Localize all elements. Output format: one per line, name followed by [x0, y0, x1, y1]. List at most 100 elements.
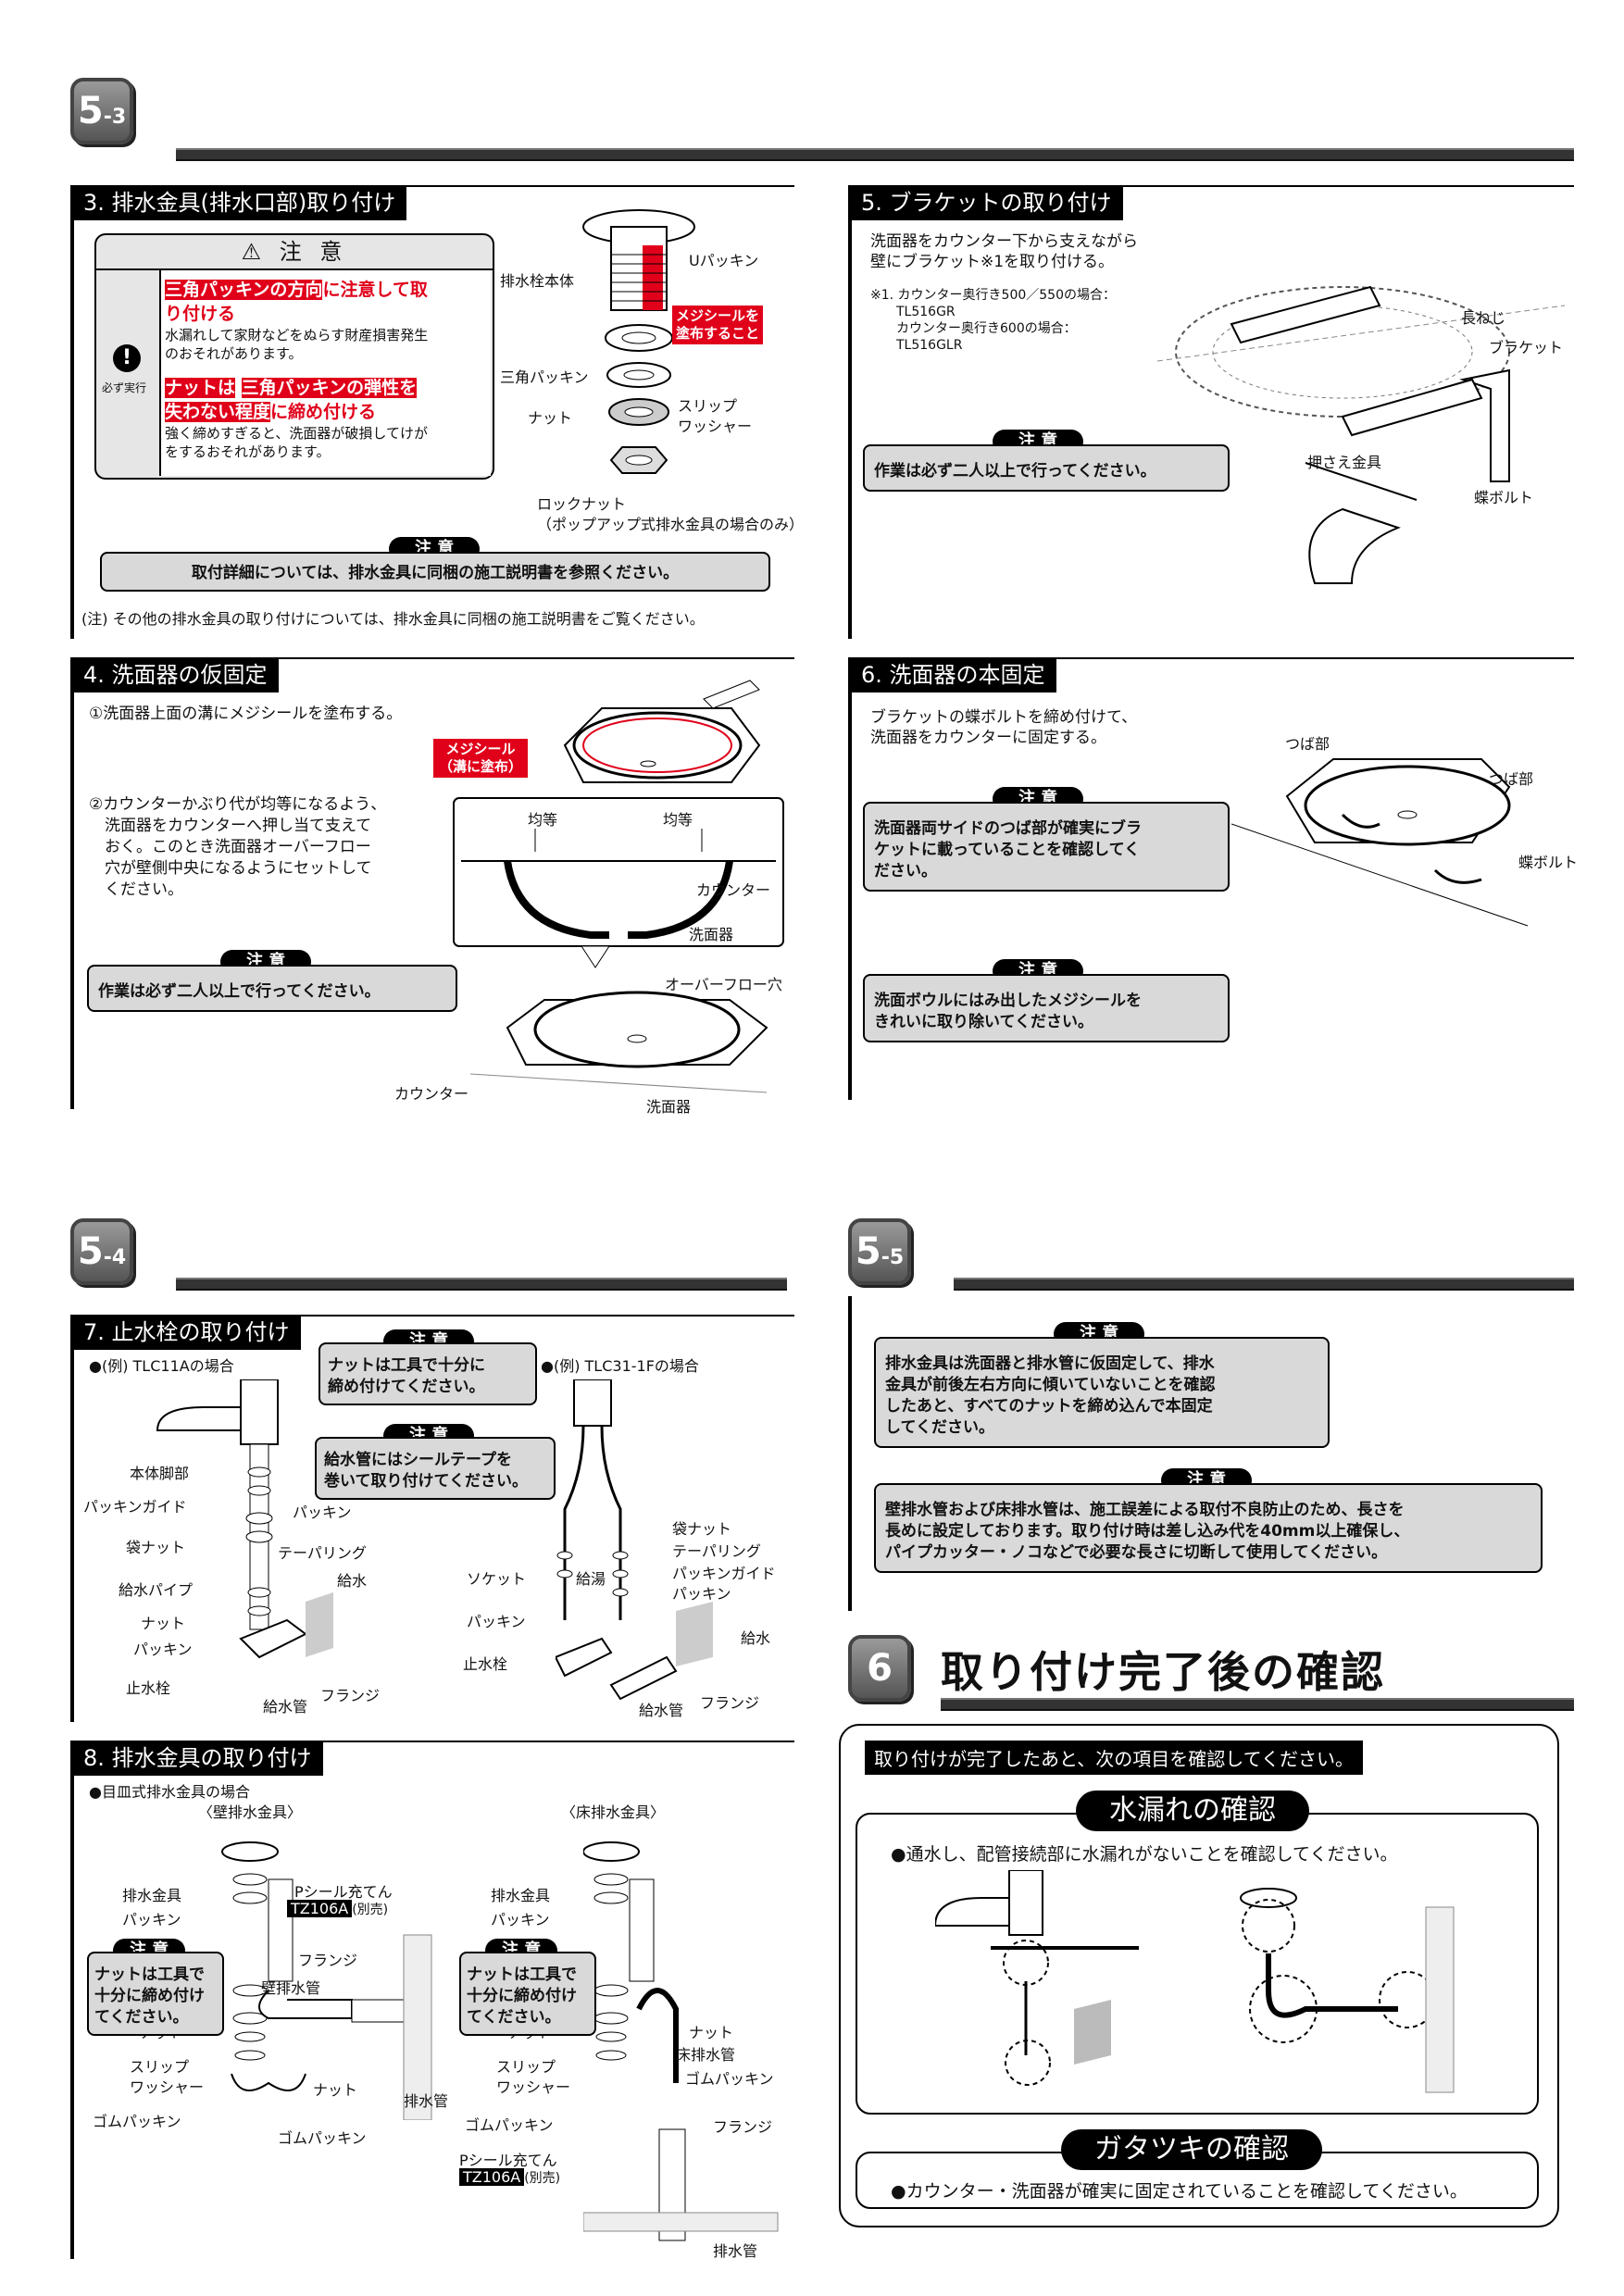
caution-box: 壁排水管および床排水管は、施工誤差による取付不良防止のため、長さを 長めに設定し…: [874, 1483, 1543, 1573]
leak-check-illustration: [935, 1870, 1455, 2093]
label-cap-nut-r: 袋ナット: [672, 1520, 732, 1538]
basin-fixing-illustration: [1231, 758, 1529, 927]
section-badge-5-3: 5-3: [70, 78, 133, 144]
caution-box: 給水管にはシールテープを 巻いて取り付けてください。: [315, 1437, 556, 1500]
section-border: [848, 657, 852, 1100]
caution-box: 洗面ボウルにはみ出したメジシールを きれいに取り除いてください。: [863, 974, 1230, 1042]
section-border: [70, 185, 74, 639]
caution-box: 洗面器両サイドのつば部が確実にブラ ケットに載っていることを確認してく ださい。: [863, 802, 1230, 892]
floor-drain-illustration: [583, 1841, 779, 2241]
section-badge-6: 6: [848, 1635, 911, 1702]
label-packing-r: パッキン: [491, 1911, 550, 1928]
label-cap-nut: 袋ナット: [126, 1539, 186, 1556]
label-flange-2: つば部: [1489, 770, 1534, 788]
warning-box: ⚠ 注 意 ! 必ず実行 三角パッキンの方向に注意して取 り付ける 水漏れして家…: [94, 233, 494, 480]
label-nut: ナット: [528, 409, 573, 427]
sec4-step2: ②カウンターかぶり代が均等になるよう、 洗面器をカウンターへ押し当て支えて おく…: [89, 795, 387, 899]
section-border: [848, 1296, 852, 1611]
label-packing-r: パッキン: [672, 1585, 731, 1603]
section-title-4: 4. 洗面器の仮固定: [72, 657, 279, 693]
stop-valve-illustration-right: [556, 1379, 713, 1701]
must-do-label: 必ず実行: [102, 381, 147, 394]
label-rubber-packing-r2: ゴムパッキン: [465, 2116, 554, 2134]
label-floor-drain-pipe: 床排水管: [676, 2046, 736, 2064]
label-flange-1: つば部: [1285, 735, 1330, 753]
section-rule: [72, 1741, 794, 1742]
label-equal-2: 均等: [663, 811, 693, 829]
section-rule: [72, 657, 794, 659]
label-meji-seal: メジシールを 塗布すること: [672, 306, 764, 344]
label-slip-washer: スリップ ワッシャー: [678, 397, 753, 435]
label-rubber-packing: ゴムパッキン: [93, 2113, 181, 2130]
label-lock-nut: ロックナット （ポップアップ式排水金具の場合のみ）: [537, 495, 805, 533]
note-other-drain: (注) その他の排水金具の取り付けについては、排水金具に同梱の施工説明書をご覧く…: [81, 610, 705, 628]
drain-parts-illustration: [582, 209, 695, 474]
label-packing: パッキン: [293, 1504, 352, 1521]
label-rubber-packing-r: ゴムパッキン: [685, 2070, 774, 2088]
label-supply-pipe: 給水パイプ: [119, 1581, 194, 1599]
wobble-check-text: ●カウンター・洗面器が確実に固定されていることを確認してください。: [891, 2181, 1468, 2202]
sec5-text: 洗面器をカウンター下から支えながら 壁にブラケット※1を取り付ける。: [870, 232, 1138, 271]
header-rule: [176, 1278, 787, 1291]
label-wall-drain-pipe: 壁排水管: [261, 1979, 321, 1997]
label-nut-2: ナット: [313, 2081, 358, 2099]
w2-desc: 強く締めすぎると、洗面器が破損してけが をするおそれがあります。: [165, 425, 428, 460]
section-rule: [72, 1315, 794, 1316]
label-counter-2: カウンター: [394, 1085, 469, 1103]
label-wing-bolt: 蝶ボルト: [1518, 854, 1579, 871]
label-equal-1: 均等: [528, 811, 558, 829]
wall-drain-title: 〈壁排水金具〉: [198, 1803, 303, 1821]
label-stop-valve-r: 止水栓: [463, 1655, 508, 1673]
basin-top-illustration: [563, 680, 761, 783]
label-flange: フランジ: [298, 1952, 358, 1969]
sec5-note: ※1. カウンター奥行き500／550の場合： TL516GR カウンター奥行き…: [870, 288, 1116, 353]
label-nut-r2: ナット: [689, 2024, 734, 2041]
label-water-r: 給水: [741, 1629, 771, 1647]
label-nut: ナット: [141, 1615, 186, 1632]
label-overflow: オーバーフロー穴: [665, 976, 782, 993]
section-border: [70, 657, 74, 1109]
label-stop-valve: 止水栓: [126, 1679, 171, 1697]
label-packing-r2: パッキン: [467, 1613, 526, 1630]
caution-box: 作業は必ず二人以上で行ってください。: [87, 965, 457, 1012]
example-tlc31: ●(例) TLC31-1Fの場合: [541, 1357, 699, 1375]
caution-box: 排水金具は洗面器と排水管に仮固定して、排水 金具が前後左右方向に傾いていないこと…: [874, 1337, 1330, 1448]
check-title: 取り付け完了後の確認: [941, 1647, 1385, 1697]
label-taper-ring-r: テーパリング: [672, 1542, 761, 1560]
label-hot-water: 給湯: [576, 1570, 606, 1588]
label-drain-pipe-r: 排水管: [713, 2242, 758, 2260]
label-flange-r: フランジ: [713, 2118, 773, 2136]
label-counter-1: カウンター: [696, 881, 771, 899]
caution-box: 取付詳細については、排水金具に同梱の施工説明書を参照ください。: [100, 552, 770, 592]
warning-content: [159, 270, 491, 476]
label-supply-tube-r: 給水管: [639, 1702, 684, 1719]
section-badge-5-4: 5-4: [70, 1218, 133, 1285]
section-title-5: 5. ブラケットの取り付け: [850, 185, 1123, 220]
label-slip-washer-r: スリップ ワッシャー: [496, 2058, 571, 2096]
warning-triangle-icon: ⚠: [241, 239, 268, 265]
meji-seal-label: メジシール （溝に塗布）: [433, 739, 529, 778]
label-p-seal: Pシール充てん: [294, 1883, 393, 1901]
label-tz106a-r: TZ106A(別売): [459, 2168, 560, 2187]
label-taper-ring: テーパリング: [278, 1544, 367, 1562]
label-drain-body: 排水栓本体: [500, 272, 575, 290]
label-water: 給水: [337, 1572, 368, 1590]
caution-box: 作業は必ず二人以上で行ってください。: [863, 444, 1230, 492]
label-packing-guide-r: パッキンガイド: [672, 1565, 776, 1582]
w2-title: ナットは 三角パッキンの弾性を: [165, 378, 418, 398]
sec4-step1: ①洗面器上面の溝にメジシールを塗布する。: [89, 705, 403, 723]
w1-desc: 水漏れして家財などをぬらす財産損害発生 のおそれがあります。: [165, 327, 429, 362]
section-rule: [850, 657, 1574, 659]
w2-title-2: 失わない程度に締め付ける: [165, 402, 377, 422]
label-packing-2: パッキン: [133, 1641, 193, 1658]
label-tz106a: TZ106A(別売): [287, 1900, 388, 1918]
section-border: [848, 185, 852, 639]
label-slip-washer: スリップ ワッシャー: [130, 2058, 205, 2096]
w1-title-2: り付ける: [165, 304, 236, 324]
section-title-6: 6. 洗面器の本固定: [850, 657, 1056, 693]
label-packing: パッキン: [122, 1911, 181, 1928]
bracket-illustration: [1157, 285, 1565, 584]
caution-box: ナットは工具で 十分に締め付け てください。: [459, 1952, 596, 2036]
stop-valve-illustration-left: [156, 1379, 333, 1659]
check-intro: 取り付けが完了したあと、次の項目を確認してください。: [865, 1741, 1363, 1775]
